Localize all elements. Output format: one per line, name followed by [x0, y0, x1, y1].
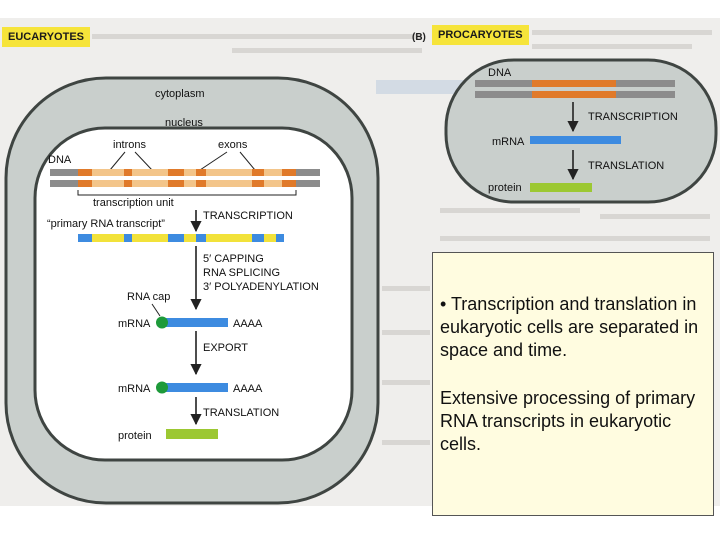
background-text-line	[532, 30, 712, 35]
nucleus-label: nucleus	[165, 117, 203, 129]
transcription-unit-segment	[78, 180, 296, 187]
intron-pointer	[134, 151, 153, 171]
background-highlight	[376, 80, 476, 94]
background-text-line	[440, 208, 580, 213]
background-text-line	[382, 380, 430, 385]
cytoplasmic-mrna-cap	[156, 381, 168, 394]
transcript-exon	[196, 234, 206, 242]
nuclear-poly-a-tail: AAAA	[233, 318, 263, 330]
exons-label: exons	[218, 139, 248, 151]
background-text-line	[382, 286, 430, 291]
prokaryote-dna	[475, 80, 675, 98]
prokaryote-protein	[530, 183, 592, 192]
background-text-line	[382, 330, 430, 335]
transcription-label: TRANSCRIPTION	[203, 210, 293, 222]
rna-cap-label: RNA cap	[127, 291, 170, 303]
transcript-exon	[276, 234, 284, 242]
prokaryote-dna-label: DNA	[488, 67, 512, 79]
cytoplasm-label: cytoplasm	[155, 88, 205, 100]
eukaryote-protein	[166, 429, 218, 439]
eukaryote-protein-label: protein	[118, 430, 152, 442]
background-text-line	[232, 48, 422, 53]
transcription-unit-label: transcription unit	[93, 197, 174, 209]
primary-rna-transcript	[78, 234, 284, 242]
transcript-exon	[78, 234, 92, 242]
polyadenylation-label: 3′ POLYADENYLATION	[203, 281, 319, 293]
capping-label: 5′ CAPPING	[203, 253, 264, 265]
transcript-exon	[168, 234, 184, 242]
eucaryotes-header: EUCARYOTES	[2, 27, 90, 47]
splicing-label: RNA SPLICING	[203, 267, 280, 279]
nuclear-mrna-label: mRNA	[118, 318, 151, 330]
transcript-exon	[124, 234, 132, 242]
background-text-line	[600, 214, 710, 219]
intron-pointer	[109, 151, 126, 171]
transcription-unit-segment	[78, 169, 296, 176]
exon-pointer	[239, 151, 256, 171]
transcription-unit-bracket	[77, 190, 297, 196]
nucleus-envelope	[33, 126, 354, 462]
panel-b-letter: (B)	[412, 32, 426, 43]
explanation-textbox: • Transcription and translation in eukar…	[432, 252, 714, 516]
dna-gene	[532, 80, 616, 87]
background-text-line	[92, 34, 422, 39]
exon-pointer	[199, 151, 228, 171]
cytoplasmic-mrna-label: mRNA	[118, 383, 151, 395]
rna-cap-pointer	[151, 303, 161, 317]
translation-label: TRANSLATION	[203, 407, 279, 419]
prokaryote-protein-label: protein	[488, 182, 522, 194]
eukaryote-dna-label: DNA	[48, 154, 72, 166]
nuclear-mrna-strand	[163, 318, 228, 327]
background-text-line	[532, 44, 692, 49]
nuclear-mrna-cap	[156, 316, 168, 329]
prokaryote-mrna-label: mRNA	[492, 136, 525, 148]
transcript-exon	[252, 234, 264, 242]
prokaryote-transcription-label: TRANSCRIPTION	[588, 111, 678, 123]
prokaryote-mrna	[530, 136, 621, 144]
eukaryote-dna	[50, 169, 320, 187]
explanation-paragraph-1: • Transcription and translation in eukar…	[440, 294, 699, 360]
background-text-line	[440, 236, 710, 241]
procaryotes-header: PROCARYOTES	[432, 25, 529, 45]
cytoplasmic-poly-a-tail: AAAA	[233, 383, 263, 395]
export-label: EXPORT	[203, 342, 248, 354]
primary-transcript-label: “primary RNA transcript”	[47, 218, 165, 230]
prokaryote-translation-label: TRANSLATION	[588, 160, 664, 172]
explanation-paragraph-2: Extensive processing of primary RNA tran…	[440, 388, 696, 454]
background-text-line	[382, 440, 430, 445]
introns-label: introns	[113, 139, 147, 151]
dna-gene	[532, 91, 616, 98]
cytoplasmic-mrna-strand	[163, 383, 228, 392]
dna-strand-gap	[50, 176, 320, 180]
